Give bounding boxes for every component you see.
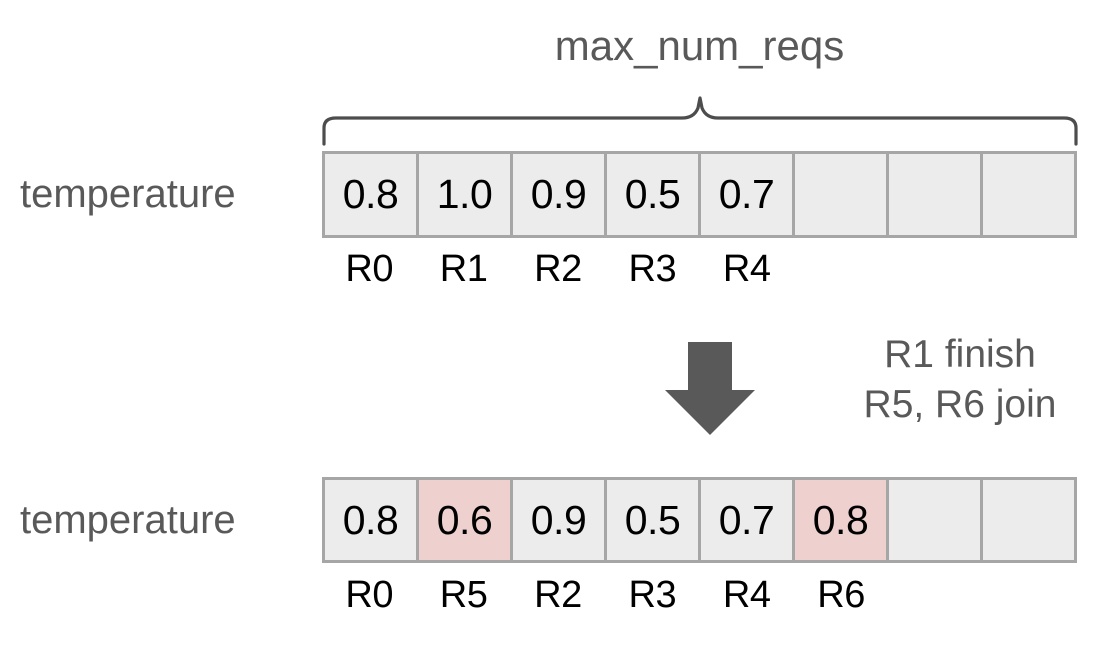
down-arrow-icon [665, 342, 755, 435]
request-label: R2 [534, 248, 582, 290]
buffer-cell[interactable]: 0.8 [325, 154, 419, 235]
curly-brace-icon [322, 96, 1078, 146]
curly-brace [320, 96, 1080, 146]
request-labels-after: R0 R5 R2 R3 R4 R6 [322, 576, 1077, 614]
request-label: R4 [722, 248, 771, 290]
request-label: R3 [628, 248, 677, 290]
buffer-cell-highlighted[interactable]: 0.6 [419, 480, 513, 560]
request-label: R5 [439, 574, 488, 616]
buffer-cell-empty[interactable] [795, 154, 889, 235]
buffer-cell[interactable]: 0.9 [513, 480, 607, 560]
down-arrow [660, 340, 760, 438]
request-label: R4 [722, 574, 771, 616]
buffer-cell[interactable]: 1.0 [419, 154, 513, 235]
buffer-cell[interactable]: 0.9 [513, 154, 607, 235]
request-labels-before: R0 R1 R2 R3 R4 [322, 250, 1077, 288]
buffer-cell[interactable]: 0.7 [701, 154, 795, 235]
temperature-buffer-before: 0.8 1.0 0.9 0.5 0.7 [322, 151, 1077, 238]
transition-note: R1 finish R5, R6 join [810, 330, 1110, 430]
request-label: R2 [534, 574, 582, 616]
page-title: max_num_reqs [554, 22, 845, 69]
transition-note-line-1: R1 finish [884, 333, 1036, 376]
buffer-cell-highlighted[interactable]: 0.8 [795, 480, 889, 560]
buffer-cell-empty[interactable] [889, 480, 983, 560]
request-label: R0 [345, 574, 393, 616]
buffer-cell[interactable]: 0.7 [701, 480, 795, 560]
buffer-cell[interactable]: 0.8 [325, 480, 419, 560]
request-label: R1 [439, 248, 488, 290]
request-label [794, 250, 888, 288]
request-label [983, 576, 1077, 614]
temperature-buffer-after: 0.8 0.6 0.9 0.5 0.7 0.8 [322, 477, 1077, 563]
request-label [888, 250, 982, 288]
row-label-temperature-after: temperature [20, 498, 236, 542]
transition-note-line-2: R5, R6 join [863, 382, 1057, 426]
buffer-cell[interactable]: 0.5 [607, 480, 701, 560]
request-label: R0 [345, 248, 393, 290]
buffer-cell[interactable]: 0.5 [607, 154, 701, 235]
request-label: R6 [817, 574, 865, 616]
row-label-temperature-before: temperature [20, 172, 236, 216]
request-label: R3 [628, 574, 677, 616]
buffer-cell-empty[interactable] [889, 154, 983, 235]
buffer-cell-empty[interactable] [983, 154, 1074, 235]
buffer-cell-empty[interactable] [983, 480, 1074, 560]
request-label [888, 576, 982, 614]
request-label [983, 250, 1077, 288]
